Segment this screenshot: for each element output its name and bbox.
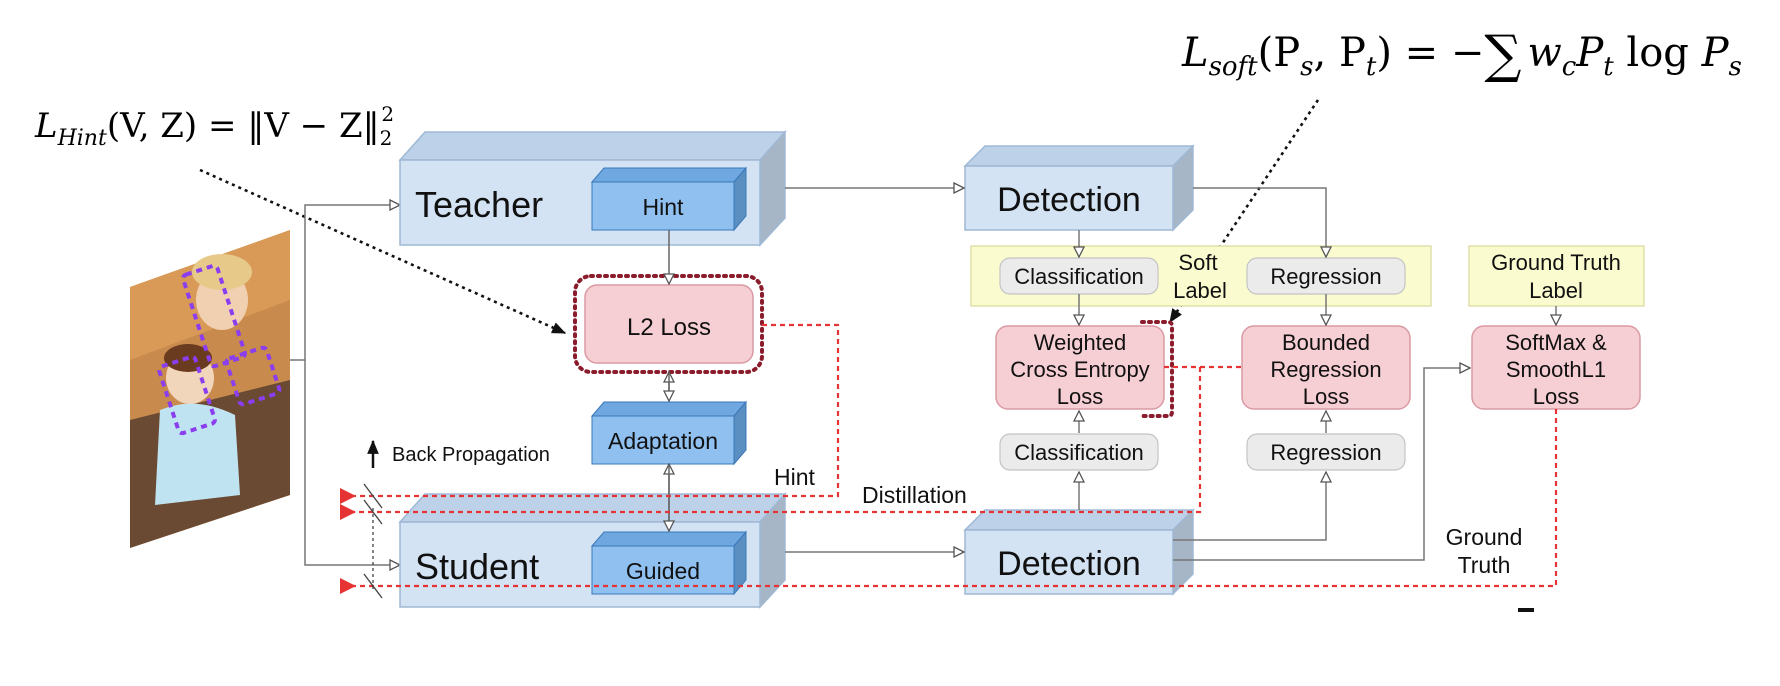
hint-block-label: Hint bbox=[643, 194, 685, 220]
classification-bottom-label: Classification bbox=[1014, 440, 1144, 465]
soft-formula-pointer bbox=[1168, 99, 1320, 323]
groundtruth-backprop-line bbox=[340, 409, 1558, 594]
regression-bottom-label: Regression bbox=[1270, 440, 1381, 465]
ground-truth-annotation-line2: Truth bbox=[1458, 552, 1511, 578]
adaptation-label: Adaptation bbox=[608, 428, 718, 454]
detection-top-label: Detection bbox=[997, 181, 1141, 219]
softmax-line2: SmoothL1 bbox=[1506, 357, 1606, 382]
classification-bottom-pill: Classification bbox=[999, 433, 1159, 471]
photo-to-teacher-line bbox=[290, 205, 400, 361]
adaptation-node: Adaptation bbox=[590, 400, 748, 466]
distillation-annotation: Distillation bbox=[862, 482, 967, 508]
input-photo bbox=[130, 230, 290, 548]
detection-bottom-label: Detection bbox=[997, 545, 1141, 583]
l2-loss-label: L2 Loss bbox=[627, 314, 711, 341]
ground-truth-annotation-line1: Ground bbox=[1446, 524, 1523, 550]
weighted-ce-line1: Weighted bbox=[1034, 330, 1127, 355]
back-propagation-label: Back Propagation bbox=[392, 444, 550, 466]
soft-label-line1: Soft bbox=[1178, 250, 1217, 275]
student-guided-block: Guided bbox=[590, 530, 748, 596]
weighted-ce-line3: Loss bbox=[1057, 384, 1103, 409]
classification-top-pill: Classification bbox=[999, 257, 1159, 295]
detection-box-adult bbox=[181, 263, 247, 369]
hint-loss-formula: LHint(V, Z) = ‖V − Z‖22 bbox=[34, 102, 394, 151]
weighted-ce-loss-node: Weighted Cross Entropy Loss bbox=[995, 320, 1174, 418]
soft-label-line2: Label bbox=[1173, 278, 1227, 303]
photo-to-student-line bbox=[304, 360, 400, 565]
student-network: Student Guided bbox=[398, 492, 787, 609]
detection-top-node: Detection bbox=[963, 144, 1195, 232]
detection-box-hand bbox=[224, 345, 282, 407]
student-label: Student bbox=[415, 546, 539, 587]
l2-loss-node: L2 Loss bbox=[573, 274, 764, 374]
bounded-reg-line3: Loss bbox=[1303, 384, 1349, 409]
bounded-regression-loss-node: Bounded Regression Loss bbox=[1241, 325, 1411, 410]
softmax-loss-node: SoftMax & SmoothL1 Loss bbox=[1471, 325, 1641, 410]
detection-to-softmax-line bbox=[1173, 368, 1470, 561]
gt-label-line2: Label bbox=[1529, 278, 1583, 303]
back-propagation-legend: Back Propagation bbox=[367, 439, 550, 468]
teacher-label: Teacher bbox=[415, 184, 543, 225]
small-dash-mark bbox=[1518, 608, 1534, 612]
regression-top-label: Regression bbox=[1270, 264, 1381, 289]
soft-loss-formula: Lsoft(Ps, Pt) = −∑wcPt log Ps bbox=[1181, 25, 1742, 85]
hint-backprop-line bbox=[340, 323, 840, 504]
teacher-hint-block: Hint bbox=[590, 166, 748, 232]
hint-annotation: Hint bbox=[774, 464, 816, 490]
backprop-lines bbox=[340, 323, 1558, 594]
bounded-reg-line1: Bounded bbox=[1282, 330, 1370, 355]
softmax-line1: SoftMax & bbox=[1505, 330, 1607, 355]
softmax-line3: Loss bbox=[1533, 384, 1579, 409]
detection-box-child bbox=[157, 354, 217, 436]
ground-truth-label-box: Ground Truth Label bbox=[1468, 245, 1645, 307]
distillation-backprop-line bbox=[340, 367, 1202, 520]
regression-bottom-pill: Regression bbox=[1246, 433, 1406, 471]
guided-block-label: Guided bbox=[626, 558, 700, 584]
teacher-network: Teacher Hint bbox=[398, 130, 787, 247]
regression-top-pill: Regression bbox=[1246, 257, 1406, 295]
classification-top-label: Classification bbox=[1014, 264, 1144, 289]
detection-to-regression-bottom-arrow bbox=[1173, 472, 1326, 541]
weighted-ce-line2: Cross Entropy bbox=[1010, 357, 1149, 382]
detection-bottom-node: Detection bbox=[963, 508, 1195, 596]
slash-marks bbox=[363, 483, 383, 599]
svg-text:Lsoft(Ps, Pt) = −∑wcPt log Ps: Lsoft(Ps, Pt) = −∑wcPt log Ps bbox=[1181, 25, 1742, 85]
svg-text:LHint(V, Z) = ‖V − Z‖22: LHint(V, Z) = ‖V − Z‖22 bbox=[34, 102, 394, 151]
bounded-reg-line2: Regression bbox=[1270, 357, 1381, 382]
detection-to-regression-arrow bbox=[1193, 187, 1326, 257]
gt-label-line1: Ground Truth bbox=[1491, 250, 1621, 275]
